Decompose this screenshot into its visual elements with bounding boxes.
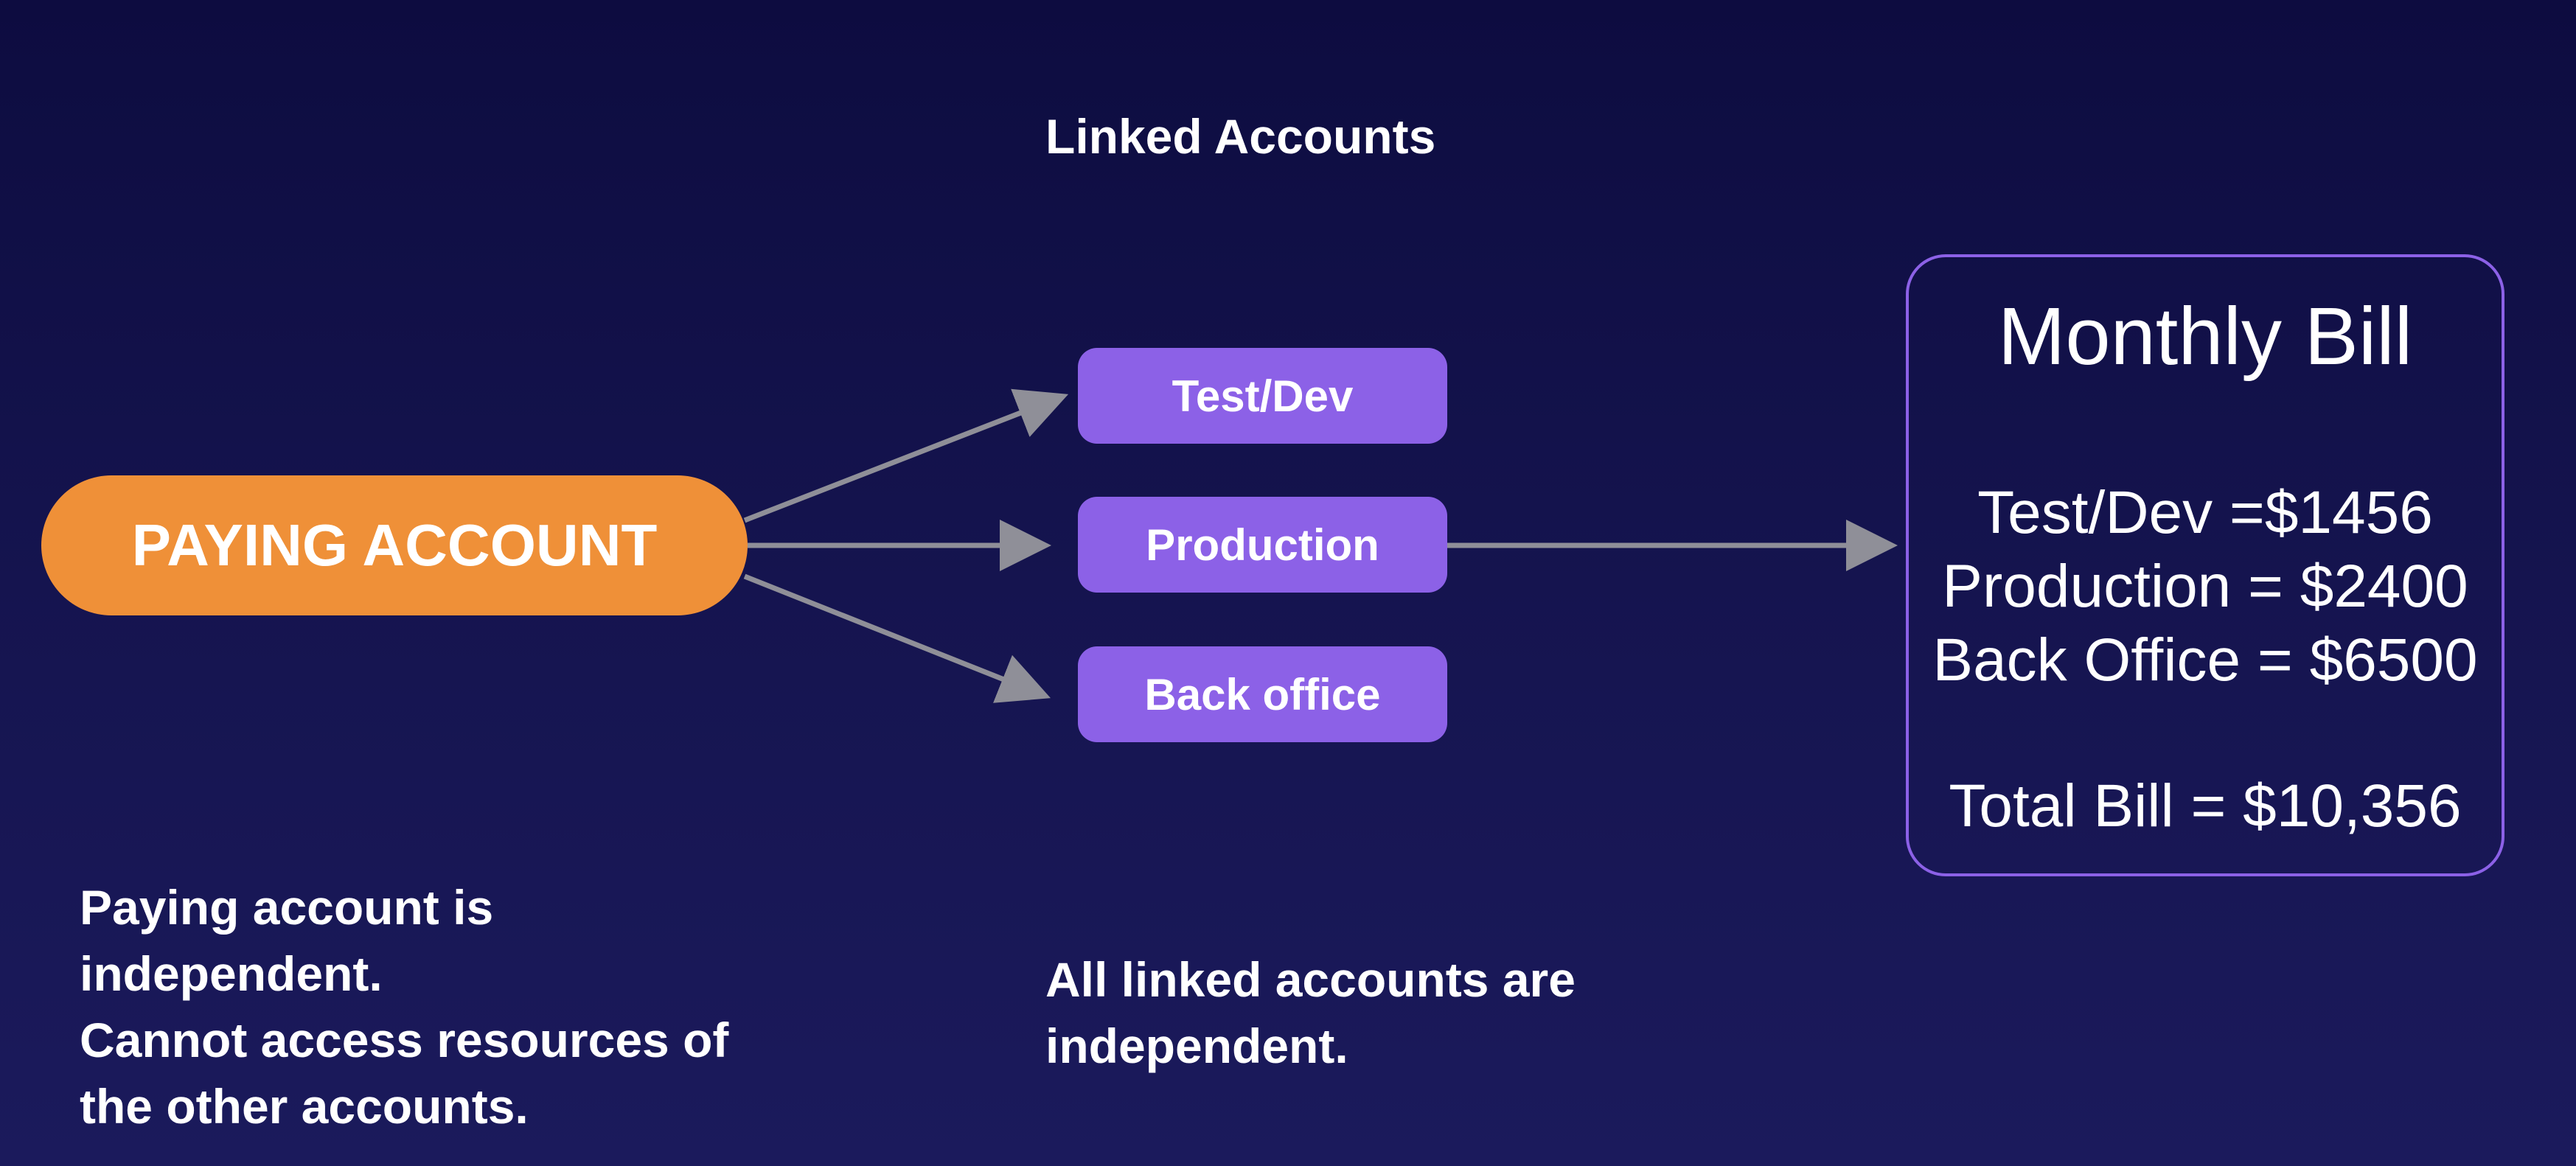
note-line: Paying account is xyxy=(80,880,494,935)
linked-account-test-dev: Test/Dev xyxy=(1078,348,1447,444)
bill-line-production: Production = $2400 xyxy=(1942,553,2468,620)
note-line: the other accounts. xyxy=(80,1079,529,1134)
bill-line-back-office: Back Office = $6500 xyxy=(1932,626,2478,694)
note-line: independent. xyxy=(80,946,383,1001)
linked-accounts-heading: Linked Accounts xyxy=(1045,109,1436,164)
paying-account-note: Paying account is independent. Cannot ac… xyxy=(80,874,728,1139)
bill-total: Total Bill = $10,356 xyxy=(1949,772,2462,839)
linked-accounts-note: All linked accounts are independent. xyxy=(1045,946,1576,1079)
arrow-to-test-dev xyxy=(743,388,1069,523)
monthly-bill-title: Monthly Bill xyxy=(1997,291,2413,382)
arrow-to-back-office xyxy=(743,573,1051,703)
linked-account-back-office: Back office xyxy=(1078,646,1447,742)
note-line: Cannot access resources of xyxy=(80,1013,729,1067)
note-line: independent. xyxy=(1045,1019,1348,1073)
bill-line-test-dev: Test/Dev =$1456 xyxy=(1977,479,2433,546)
monthly-bill-box xyxy=(1906,254,2504,876)
note-line: All linked accounts are xyxy=(1045,952,1576,1007)
paying-account-node: PAYING ACCOUNT xyxy=(41,475,748,615)
linked-account-production: Production xyxy=(1078,497,1447,593)
